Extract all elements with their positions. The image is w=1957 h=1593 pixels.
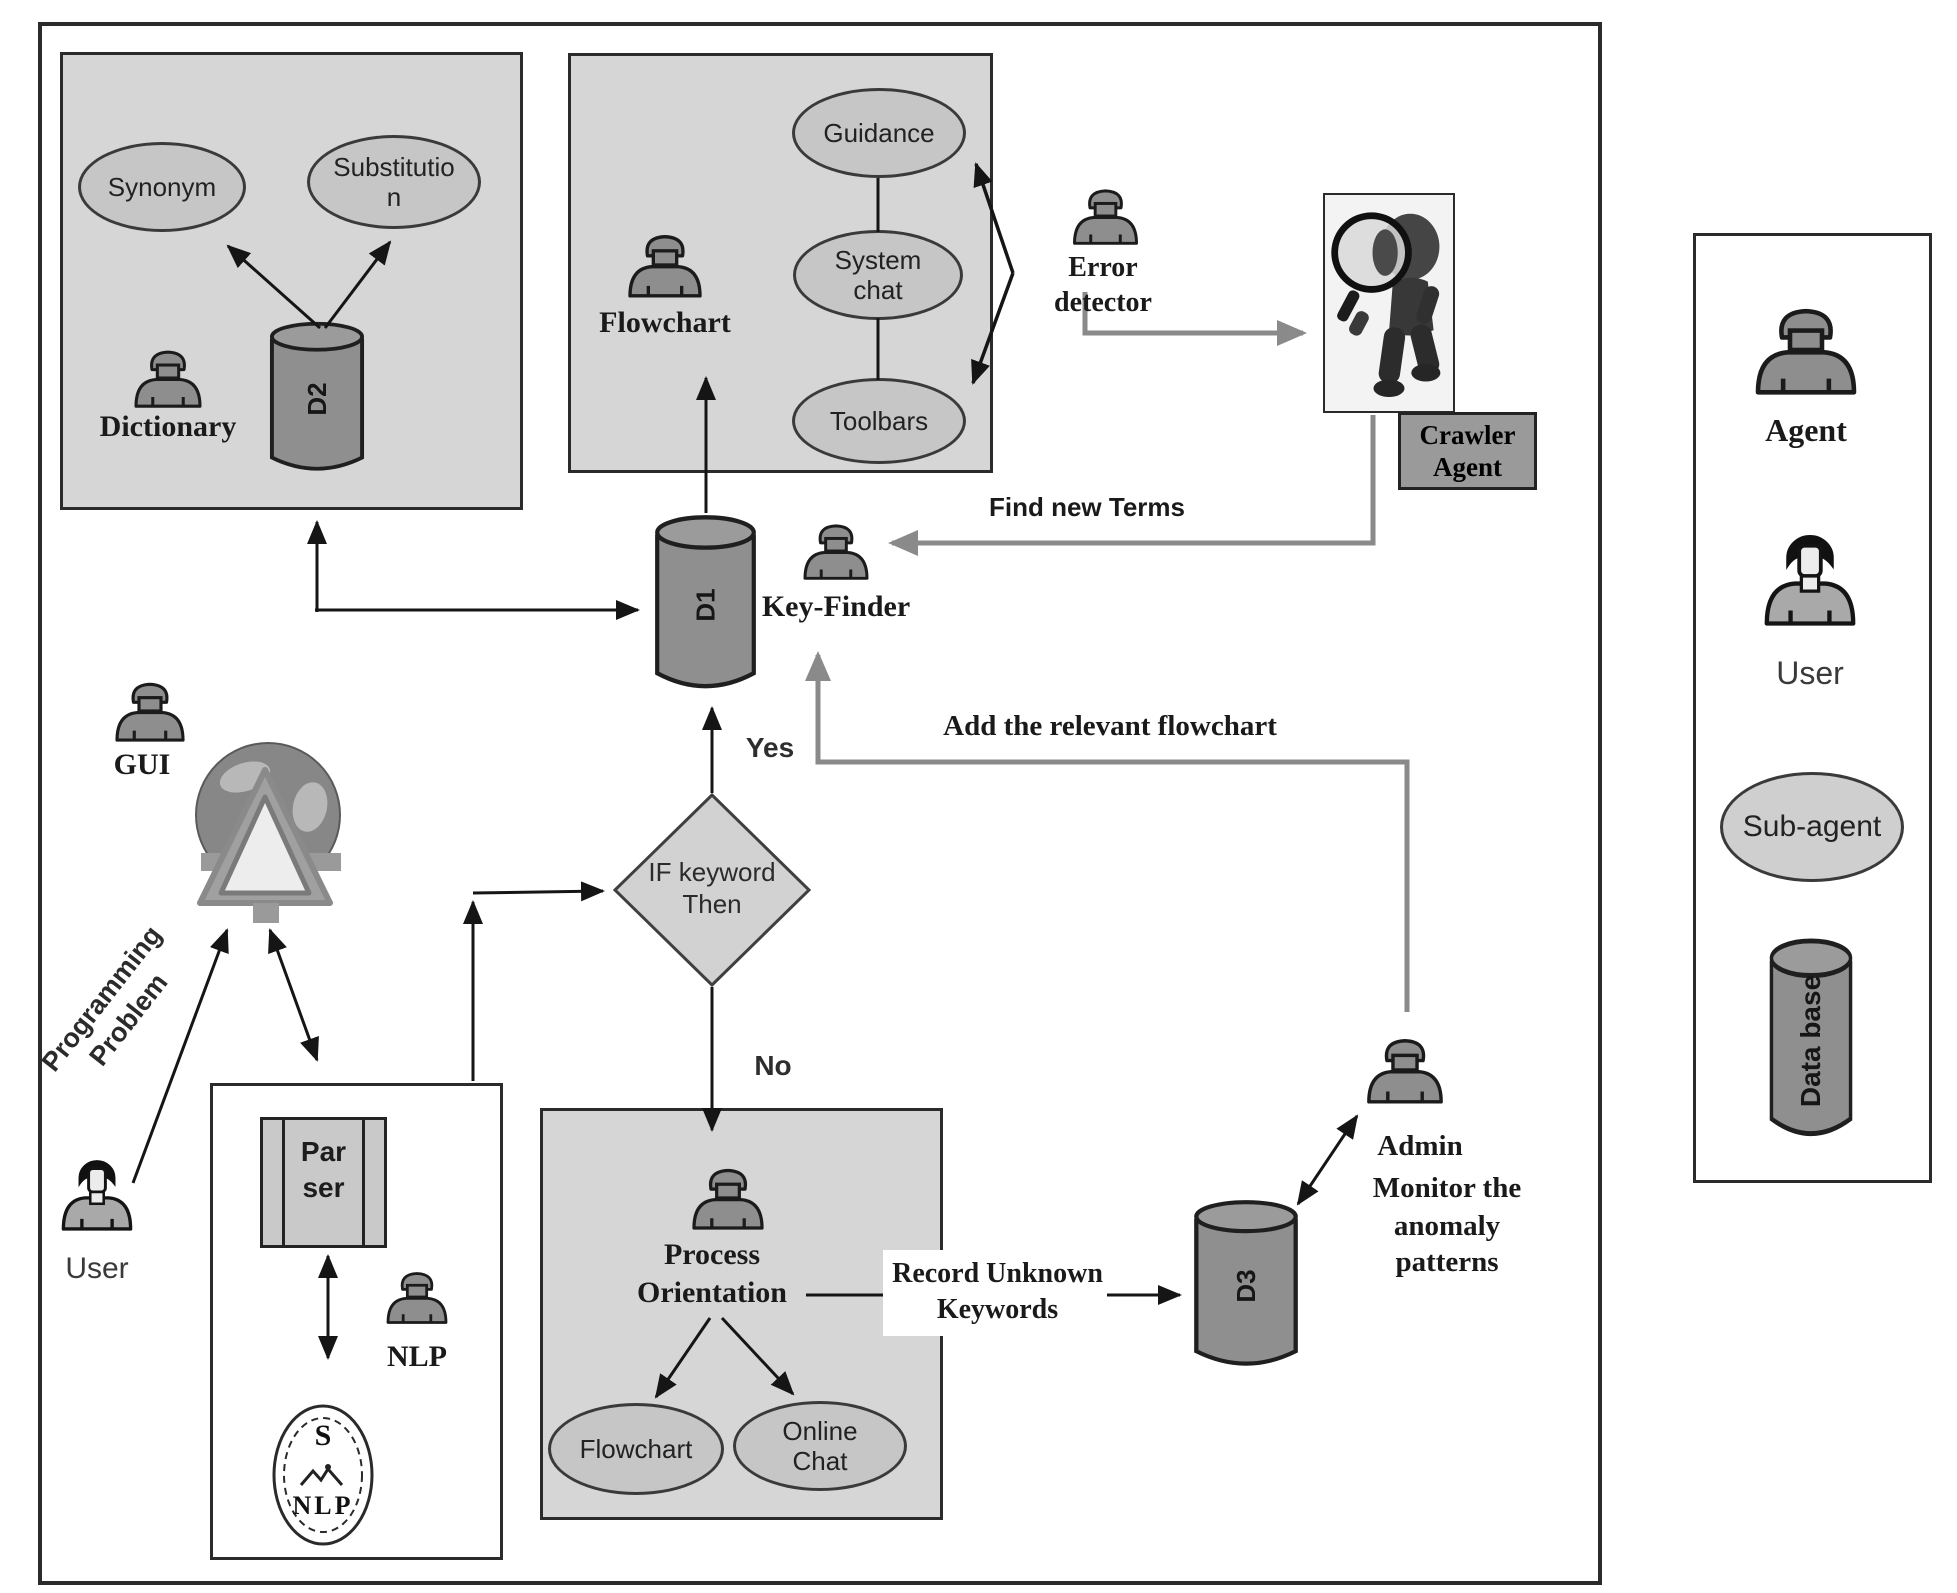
parser-right-stripe	[362, 1120, 365, 1245]
nlp-agent-icon	[378, 1268, 456, 1326]
process-label-line1: Process	[663, 1238, 761, 1271]
record-keywords-line1: Record Unknown	[892, 1258, 1103, 1289]
key-finder-agent-icon	[792, 520, 880, 582]
substitution-label-line2: n	[386, 182, 402, 212]
d3-database: D3	[1192, 1198, 1300, 1374]
d3-label: D3	[1230, 1269, 1261, 1303]
diamond-label-line1: IF keyword	[648, 857, 776, 887]
flowchart-sub-ellipse: Flowchart	[548, 1403, 724, 1495]
find-new-terms-label: Find new Terms	[989, 492, 1185, 522]
crawler-agent-box: Crawler Agent	[1398, 412, 1537, 490]
substitution-ellipse: Substitutio n	[307, 135, 481, 229]
guidance-ellipse: Guidance	[792, 88, 966, 178]
synonym-ellipse: Synonym	[78, 142, 246, 232]
legend-user-label: User	[1776, 655, 1844, 691]
flowchart-agent-label: Flowchart	[599, 306, 731, 339]
diamond-label: IF keyword Then	[627, 856, 797, 920]
error-detector-label-line2: detector	[1054, 287, 1152, 318]
toolbars-label: Toolbars	[829, 406, 929, 436]
substitution-label-line1: Substitutio	[333, 152, 455, 182]
legend-database-cylinder: Data base	[1768, 936, 1854, 1146]
process-label-line2: Orientation	[637, 1276, 787, 1309]
user-label: User	[65, 1252, 129, 1285]
legend-agent-label: Agent	[1765, 412, 1847, 448]
key-finder-label: Key-Finder	[761, 590, 911, 623]
d2-database: D2	[268, 320, 366, 478]
dictionary-label: Dictionary	[99, 410, 237, 443]
process-orientation-label: Process Orientation	[602, 1236, 822, 1312]
parser-label-line1: Par	[300, 1136, 347, 1167]
d2-label: D2	[301, 382, 332, 416]
crawler-agent-label-line2: Agent	[1433, 452, 1502, 482]
admin-agent-icon	[1362, 1016, 1448, 1124]
parser-shape: Par ser	[260, 1117, 387, 1248]
robot-with-magnifier-icon	[1331, 212, 1441, 398]
snlp-logo-s: S	[314, 1419, 332, 1452]
yes-label: Yes	[745, 732, 795, 763]
parser-left-stripe	[282, 1120, 285, 1245]
globe-warning-icon	[195, 742, 341, 923]
synonym-label: Synonym	[107, 172, 217, 202]
snlp-logo-nlp: NLP	[292, 1491, 354, 1520]
monitor-label-line1: Monitor the	[1372, 1172, 1522, 1204]
monitor-label-line2: anomaly	[1393, 1210, 1501, 1242]
crawler-robot-image	[1323, 193, 1455, 413]
monitor-label-line3: patterns	[1395, 1246, 1499, 1278]
no-label: No	[754, 1050, 792, 1081]
legend-sub-agent-label: Sub-agent	[1742, 810, 1882, 843]
error-detector-label-line1: Error	[1068, 252, 1138, 283]
record-keywords-line2: Keywords	[936, 1294, 1059, 1325]
dictionary-agent-icon	[124, 346, 212, 410]
error-detector-agent-icon	[1063, 185, 1148, 247]
legend-database-label: Data base	[1795, 974, 1826, 1108]
online-chat-label-line1: Online	[782, 1416, 858, 1446]
diamond-label-line2: Then	[682, 889, 742, 919]
d1-database: D1	[653, 513, 758, 697]
system-chat-ellipse: System chat	[793, 230, 963, 320]
flowchart-agent-icon	[615, 230, 715, 300]
legend-sub-agent-ellipse: Sub-agent	[1720, 772, 1904, 882]
online-chat-label-line2: Chat	[792, 1446, 848, 1476]
admin-label: Admin	[1377, 1130, 1463, 1162]
flowchart-sub-label: Flowchart	[579, 1434, 693, 1464]
gui-label: GUI	[113, 748, 171, 781]
system-chat-label-line2: chat	[853, 275, 903, 305]
system-chat-label-line1: System	[834, 245, 922, 275]
guidance-label: Guidance	[823, 118, 935, 148]
record-keywords-label: Record Unknown Keywords	[870, 1256, 1125, 1328]
user-icon	[55, 1136, 139, 1248]
legend-agent-icon	[1748, 302, 1864, 398]
snlp-logo: S NLP	[271, 1403, 375, 1547]
toolbars-ellipse: Toolbars	[792, 378, 966, 464]
gui-agent-icon	[108, 678, 192, 744]
add-relevant-flowchart-label: Add the relevant flowchart	[943, 710, 1277, 742]
parser-label-line2: ser	[302, 1172, 345, 1203]
legend-user-icon	[1756, 504, 1864, 648]
crawler-agent-label-line1: Crawler	[1419, 420, 1516, 450]
online-chat-ellipse: Online Chat	[733, 1401, 907, 1491]
nlp-label: NLP	[387, 1340, 447, 1373]
process-orientation-agent-icon	[682, 1164, 774, 1232]
record-keywords-patch	[883, 1250, 1107, 1336]
